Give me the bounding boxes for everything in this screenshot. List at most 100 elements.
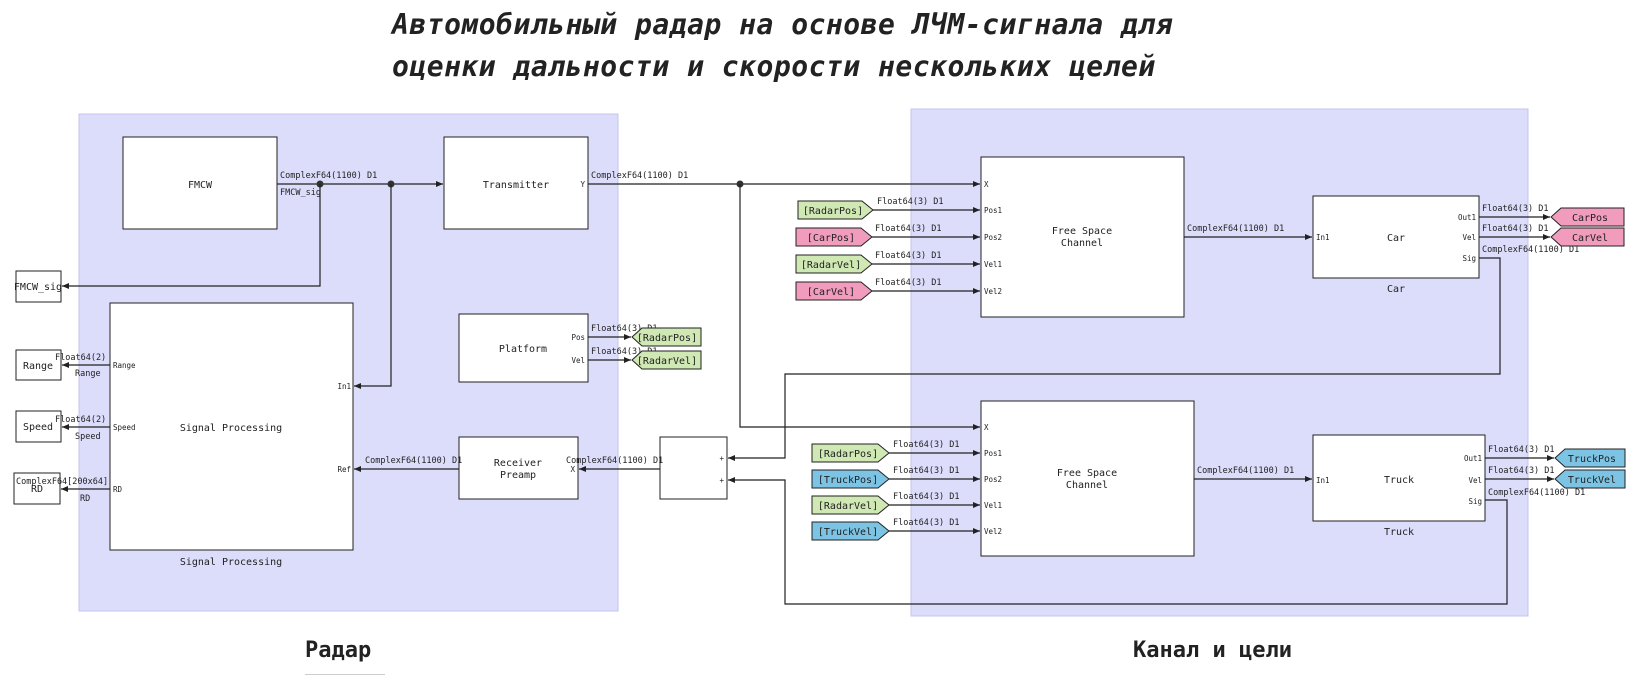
range-outport[interactable] (15, 349, 62, 381)
sig-range-type: Float64(2) (55, 353, 106, 363)
sig-vel-out: Float64(3) D1 (591, 347, 658, 357)
from-radar-vel-1[interactable] (795, 254, 873, 274)
from-car-vel[interactable] (795, 281, 873, 301)
diagram-title: Автомобильный радар на основе ЛЧМ-сигнал… (392, 4, 1252, 88)
section-underline (305, 674, 385, 675)
wire-fmcw-sig-out (62, 184, 321, 289)
sig-tx-out: ComplexF64(1100) D1 (591, 171, 688, 181)
sig-truck-pos: Float64(3) D1 (1488, 445, 1555, 455)
fmcw-sig-outport-label: FMCW_sig (14, 282, 62, 293)
fs2-port-pos1: Pos1 (984, 449, 1002, 458)
truck-block[interactable] (1312, 434, 1486, 522)
platform-block[interactable] (458, 313, 589, 383)
truck-port-sig: Sig (1468, 497, 1482, 506)
platform-port-vel: Vel (571, 356, 585, 365)
sp-port-speed: Speed (113, 423, 136, 432)
receiver-preamp-block[interactable] (458, 436, 579, 500)
title-line-2: оценки дальности и скорости нескольких ц… (392, 50, 1156, 83)
sig-fs1-pos2: Float64(3) D1 (875, 224, 942, 234)
sig-speed-type: Float64(2) (55, 415, 106, 425)
car-port-in1: In1 (1316, 233, 1330, 242)
sig-car-vel: Float64(3) D1 (1482, 224, 1549, 234)
sig-fs2-out: ComplexF64(1100) D1 (1197, 466, 1294, 476)
sig-rd-name: RD (80, 494, 90, 504)
sig-rd-type: ComplexF64[200x64] (16, 477, 108, 487)
goto-radar-pos[interactable] (631, 327, 702, 347)
speed-outport[interactable] (15, 410, 62, 443)
sig-fs1-out: ComplexF64(1100) D1 (1187, 224, 1284, 234)
from-radar-vel-1-label: [RadarVel] (801, 260, 861, 271)
truck-port-out1: Out1 (1464, 454, 1482, 463)
rd-outport[interactable] (13, 472, 61, 505)
sp-port-ref: Ref (337, 465, 351, 474)
sig-fs2-vel1: Float64(3) D1 (893, 492, 960, 502)
truck-label: Truck (1384, 475, 1414, 486)
sig-fs1-vel2: Float64(3) D1 (875, 278, 942, 288)
car-port-sig: Sig (1462, 254, 1476, 263)
wire-to-sp-in1 (354, 184, 392, 389)
free-space-channel-2[interactable] (980, 400, 1195, 557)
fs1-label-1: Free Space (1052, 226, 1112, 237)
tx-port-y: Y (580, 180, 585, 189)
goto-truck-pos[interactable] (1554, 448, 1626, 468)
signal-processing-block[interactable] (109, 302, 354, 551)
sig-rx-in: ComplexF64(1100) D1 (566, 456, 663, 466)
fmcw-label: FMCW (188, 180, 213, 191)
section-label-radar: Радар (305, 638, 372, 663)
signal-processing-label: Signal Processing (180, 423, 282, 434)
sig-fs2-pos2: Float64(3) D1 (893, 466, 960, 476)
fs2-port-vel1: Vel1 (984, 501, 1002, 510)
sig-fs1-pos1: Float64(3) D1 (877, 197, 944, 207)
rd-outport-label: RD (31, 484, 43, 495)
goto-truck-vel[interactable] (1554, 469, 1626, 489)
platform-port-pos: Pos (571, 333, 585, 342)
speed-outport-label: Speed (23, 422, 53, 433)
transmitter-block[interactable] (443, 136, 589, 230)
range-outport-label: Range (23, 361, 53, 372)
goto-car-pos-label: CarPos (1572, 213, 1608, 224)
from-car-pos-label: [CarPos] (807, 233, 855, 244)
sig-fs1-vel1: Float64(3) D1 (875, 251, 942, 261)
from-radar-pos-2-label: [RadarPos] (818, 449, 878, 460)
platform-label: Platform (499, 344, 547, 355)
goto-radar-pos-label: [RadarPos] (637, 333, 697, 344)
sig-fmcw-name: FMCW_sig (280, 188, 321, 198)
car-block[interactable] (1312, 195, 1480, 279)
transmitter-label: Transmitter (483, 180, 549, 191)
fs1-port-pos2: Pos2 (984, 233, 1002, 242)
sig-fmcw-out: ComplexF64(1100) D1 (280, 171, 377, 181)
from-car-pos[interactable] (795, 227, 873, 247)
sum-block[interactable] (659, 436, 728, 500)
from-truck-pos[interactable] (811, 469, 890, 489)
receiver-label-1: Receiver (494, 458, 542, 469)
receiver-label-2: Preamp (500, 470, 536, 481)
from-radar-pos-2[interactable] (811, 443, 890, 463)
car-label: Car (1387, 233, 1405, 244)
fs1-port-x: X (984, 180, 989, 189)
title-line-1: Автомобильный радар на основе ЛЧМ-сигнал… (392, 8, 1174, 41)
fmcw-sig-outport[interactable] (15, 270, 62, 303)
from-truck-vel[interactable] (811, 521, 890, 541)
sum-port-plus-2: + (719, 476, 724, 485)
goto-car-vel[interactable] (1550, 227, 1625, 247)
fs1-label-2: Channel (1061, 238, 1103, 249)
truck-port-vel: Vel (1468, 476, 1482, 485)
from-truck-pos-label: [TruckPos] (818, 475, 878, 486)
from-radar-pos-1[interactable] (797, 200, 874, 220)
truck-caption: Truck (1384, 527, 1414, 538)
goto-radar-vel-label: [RadarVel] (637, 356, 697, 367)
free-space-channel-1[interactable] (980, 156, 1185, 318)
fmcw-block[interactable] (122, 136, 278, 230)
sig-fs2-pos1: Float64(3) D1 (893, 440, 960, 450)
fs1-port-pos1: Pos1 (984, 206, 1002, 215)
fs1-port-vel1: Vel1 (984, 260, 1002, 269)
from-car-vel-label: [CarVel] (807, 287, 855, 298)
goto-car-vel-label: CarVel (1572, 233, 1608, 244)
goto-car-pos[interactable] (1550, 207, 1625, 227)
wire-truck-sig-to-sum (728, 477, 1508, 605)
from-radar-vel-2-label: [RadarVel] (818, 501, 878, 512)
goto-radar-vel[interactable] (631, 350, 702, 370)
from-radar-vel-2[interactable] (811, 495, 890, 515)
wire-car-sig-to-sum (728, 257, 1501, 461)
